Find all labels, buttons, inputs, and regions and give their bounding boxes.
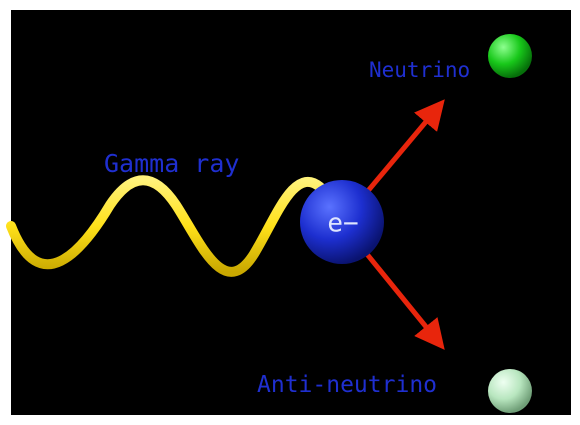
- diagram-background: [11, 10, 571, 415]
- electron-label: e−: [327, 209, 358, 239]
- neutrino-label: Neutrino: [369, 58, 470, 82]
- neutrino-sphere: [488, 34, 532, 78]
- antineutrino-sphere: [488, 369, 532, 413]
- antineutrino-arrow: [360, 246, 445, 350]
- antineutrino-label: Anti-neutrino: [257, 372, 437, 398]
- gamma-ray-label: Gamma ray: [104, 149, 239, 178]
- electron-sphere: [300, 180, 384, 264]
- gamma-ray-wave: [6, 175, 325, 277]
- neutrino-arrow: [360, 99, 445, 200]
